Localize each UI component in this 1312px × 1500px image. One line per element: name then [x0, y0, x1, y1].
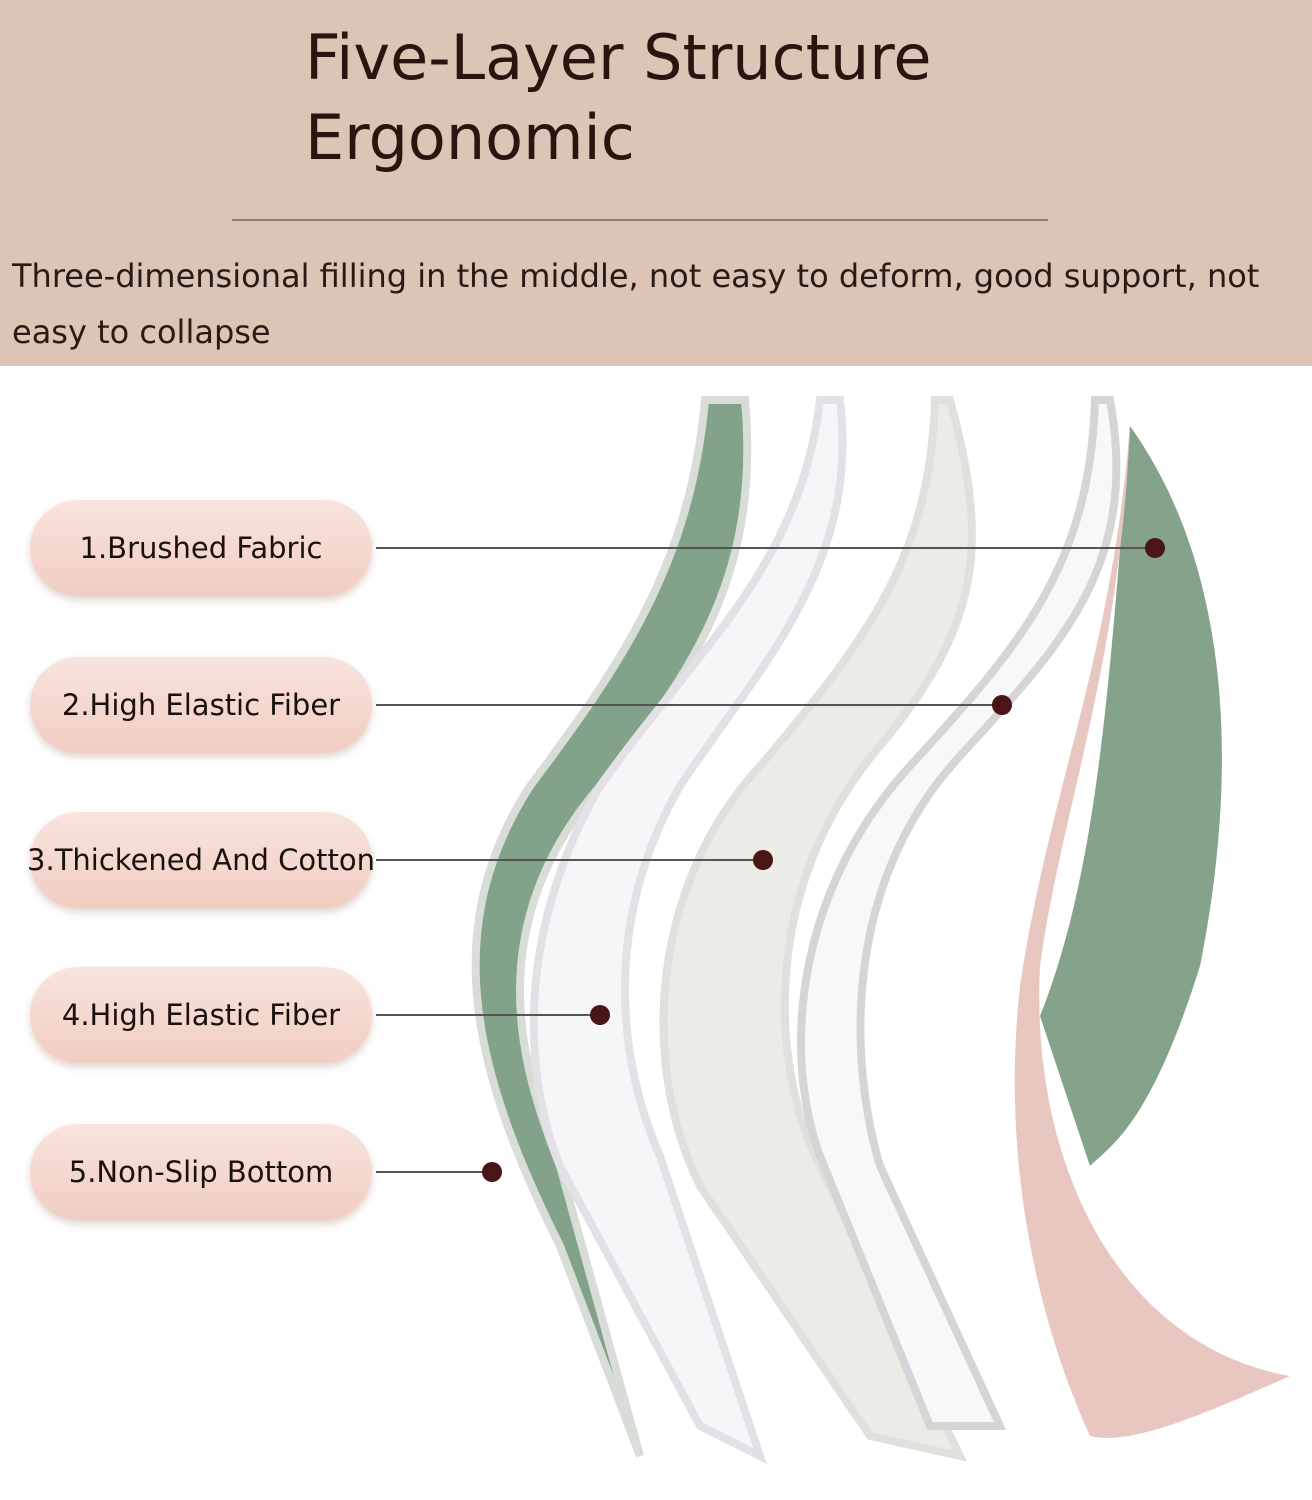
- layer-label-5: 5.Non-Slip Bottom: [30, 1124, 372, 1220]
- layer-cotton: [659, 396, 976, 1462]
- leader-line-2: [376, 704, 1002, 706]
- header-band: Five-Layer Structure Ergonomic Three-dim…: [0, 0, 1312, 366]
- subtitle: Three-dimensional filling in the middle,…: [12, 257, 1260, 351]
- layer-label-1: 1.Brushed Fabric: [30, 500, 372, 596]
- leader-line-5: [376, 1171, 492, 1173]
- leader-line-4: [376, 1014, 600, 1016]
- layer-white-2: [797, 396, 1121, 1430]
- layer-label-3: 3.Thickened And Cotton: [27, 812, 375, 908]
- layer-white-1: [529, 396, 847, 1464]
- divider: [232, 219, 1048, 221]
- layer-brushed: [1040, 426, 1222, 1166]
- marker-dot-4: [590, 1005, 610, 1025]
- title-line-2: Ergonomic: [305, 101, 635, 174]
- leader-line-1: [376, 547, 1155, 549]
- page-title: Five-Layer Structure Ergonomic: [305, 18, 932, 178]
- layer-label-4: 4.High Elastic Fiber: [30, 967, 372, 1063]
- title-line-1: Five-Layer Structure: [305, 21, 932, 94]
- layer-label-2: 2.High Elastic Fiber: [30, 657, 372, 753]
- marker-dot-5: [482, 1162, 502, 1182]
- layer-illustration: [471, 396, 1290, 1464]
- marker-dot-3: [753, 850, 773, 870]
- leader-line-3: [376, 859, 763, 861]
- marker-dot-2: [992, 695, 1012, 715]
- marker-dot-1: [1145, 538, 1165, 558]
